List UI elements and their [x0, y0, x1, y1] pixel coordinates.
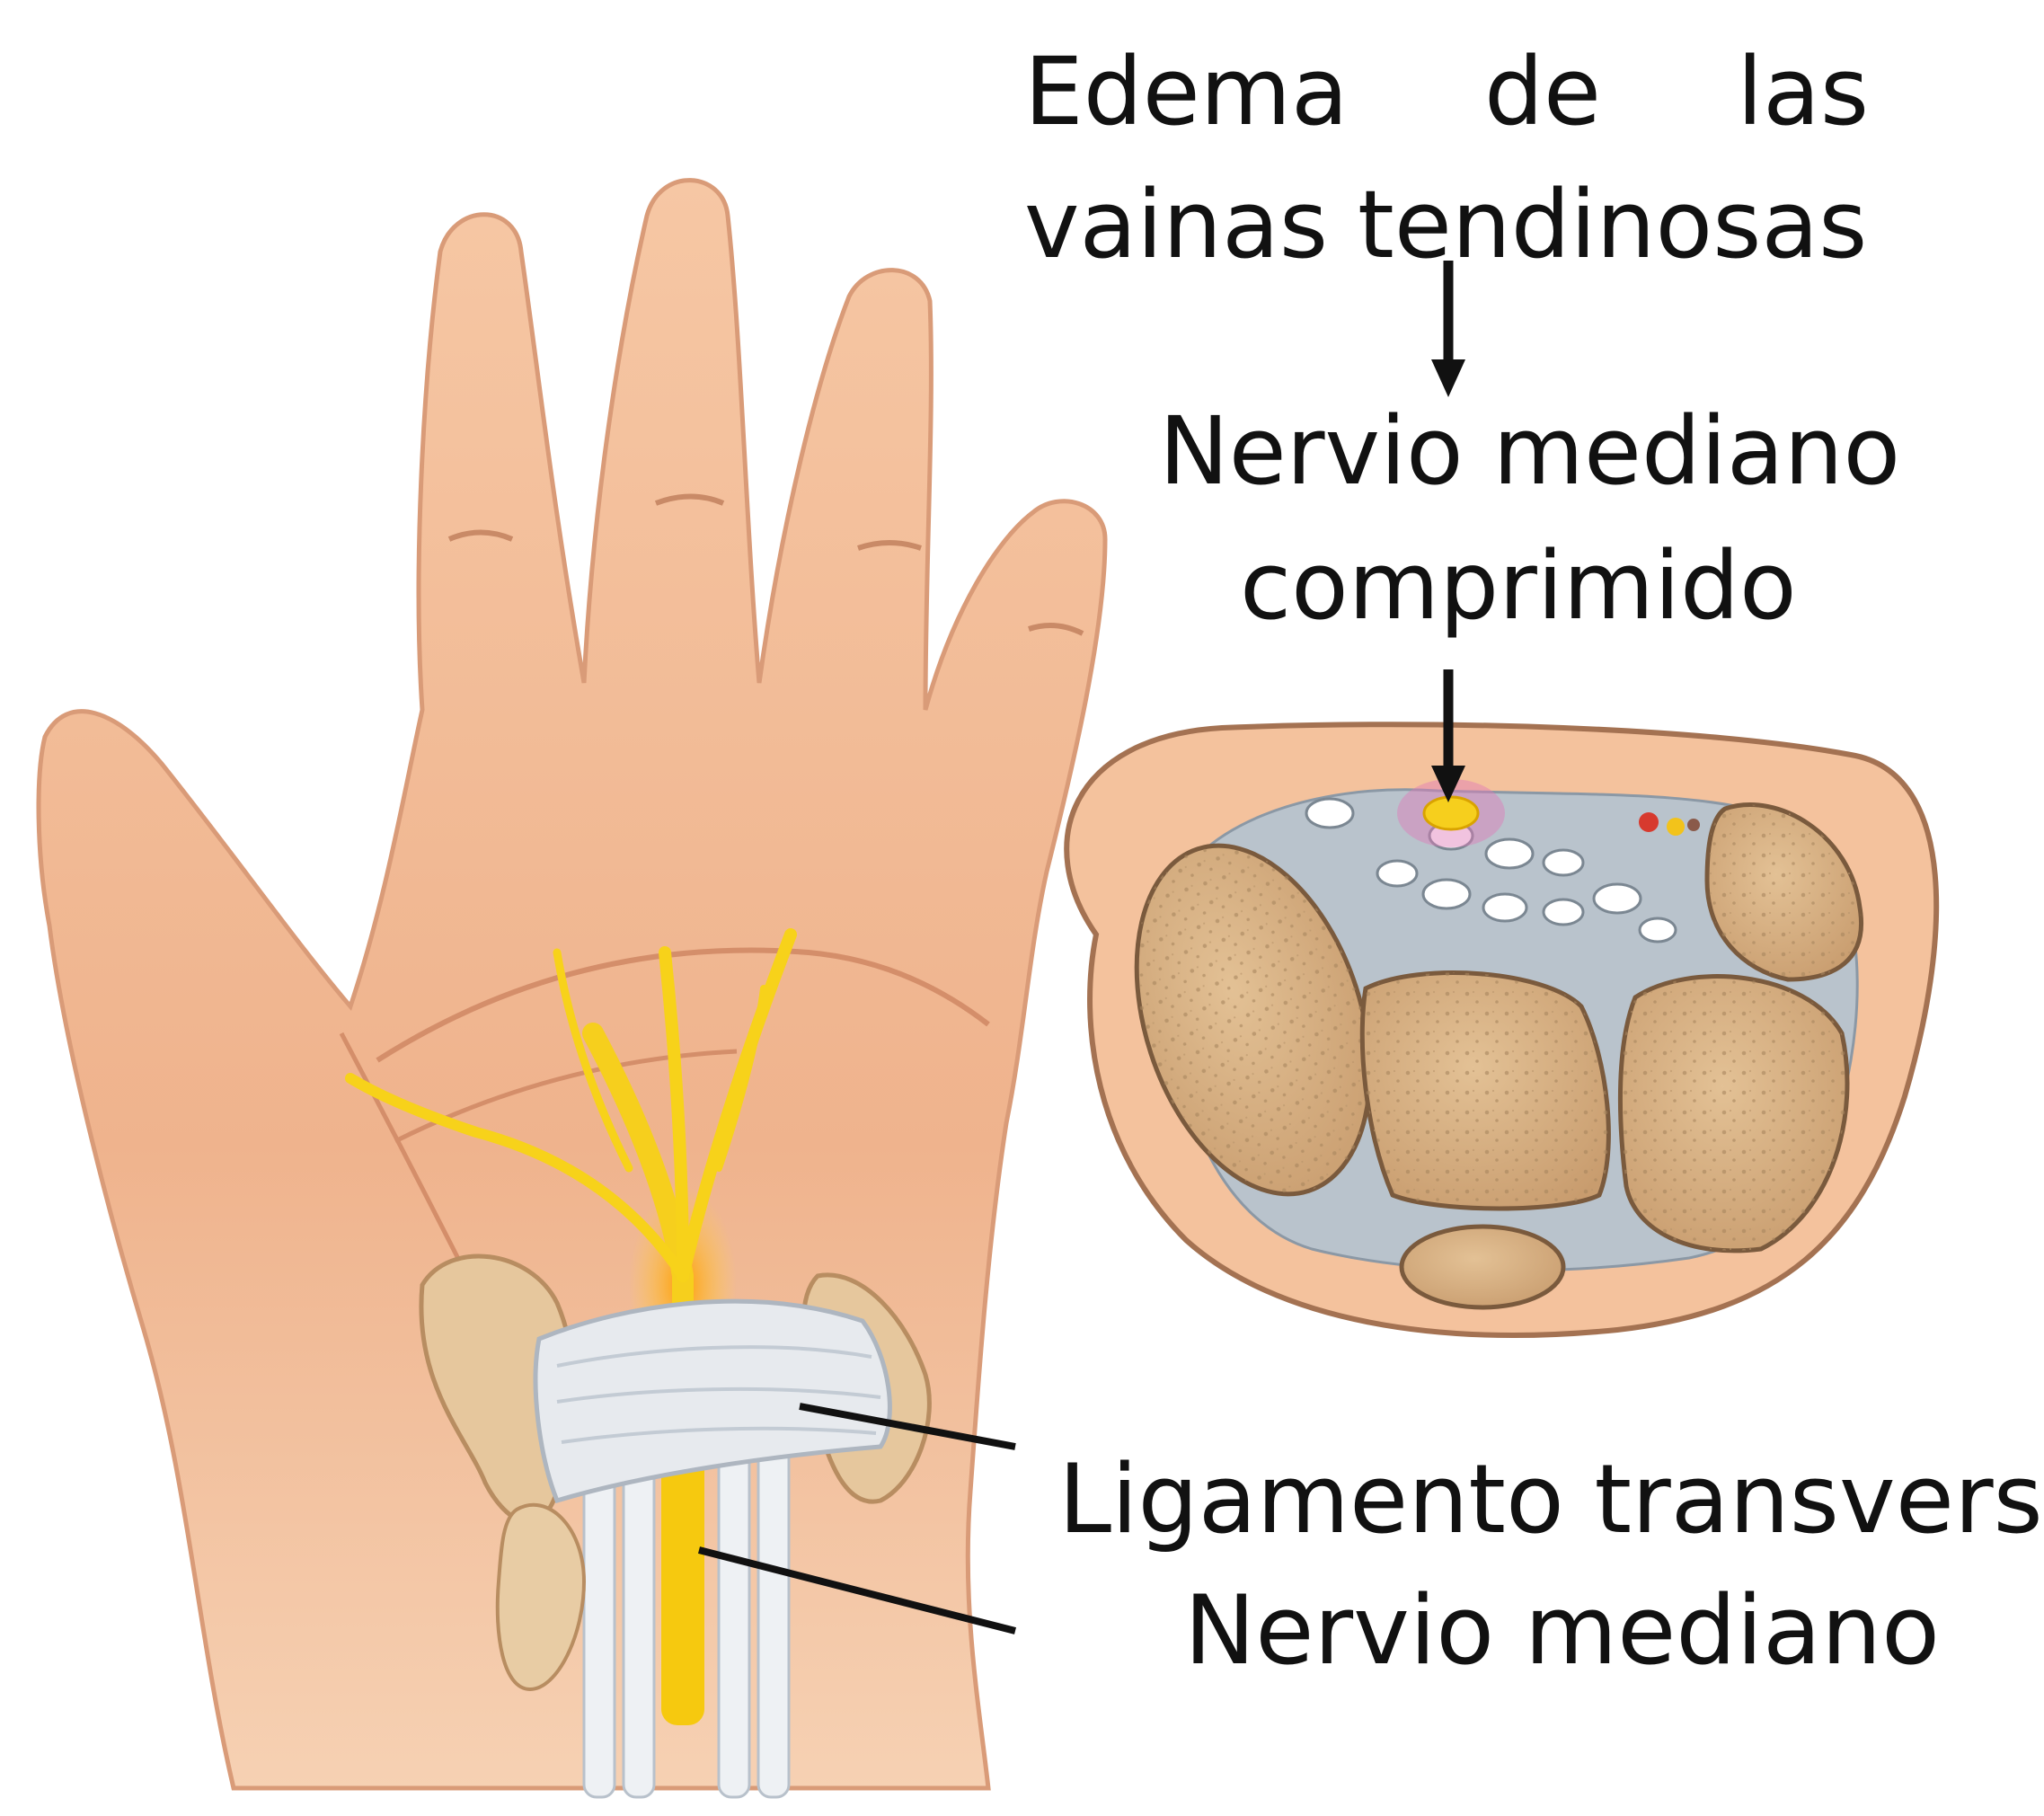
wrist-cross-section-icon	[1066, 724, 1936, 1335]
compressed-nerve-label-line2: comprimido	[1240, 539, 1797, 633]
transverse-ligament-label: Ligamento transverso	[1058, 1452, 2044, 1547]
median-nerve-label: Nervio mediano	[1184, 1583, 1940, 1679]
edema-label-line1: Edema de las	[1024, 45, 1869, 138]
edema-word: Edema	[1024, 45, 1349, 138]
compressed-nerve-label-line1: Nervio mediano	[1159, 404, 1900, 498]
edema-label-line2: vainas tendinosas	[1024, 178, 1867, 271]
down-arrow-icon	[1431, 261, 1465, 397]
las-word: las	[1737, 45, 1869, 138]
de-word: de	[1484, 45, 1601, 138]
